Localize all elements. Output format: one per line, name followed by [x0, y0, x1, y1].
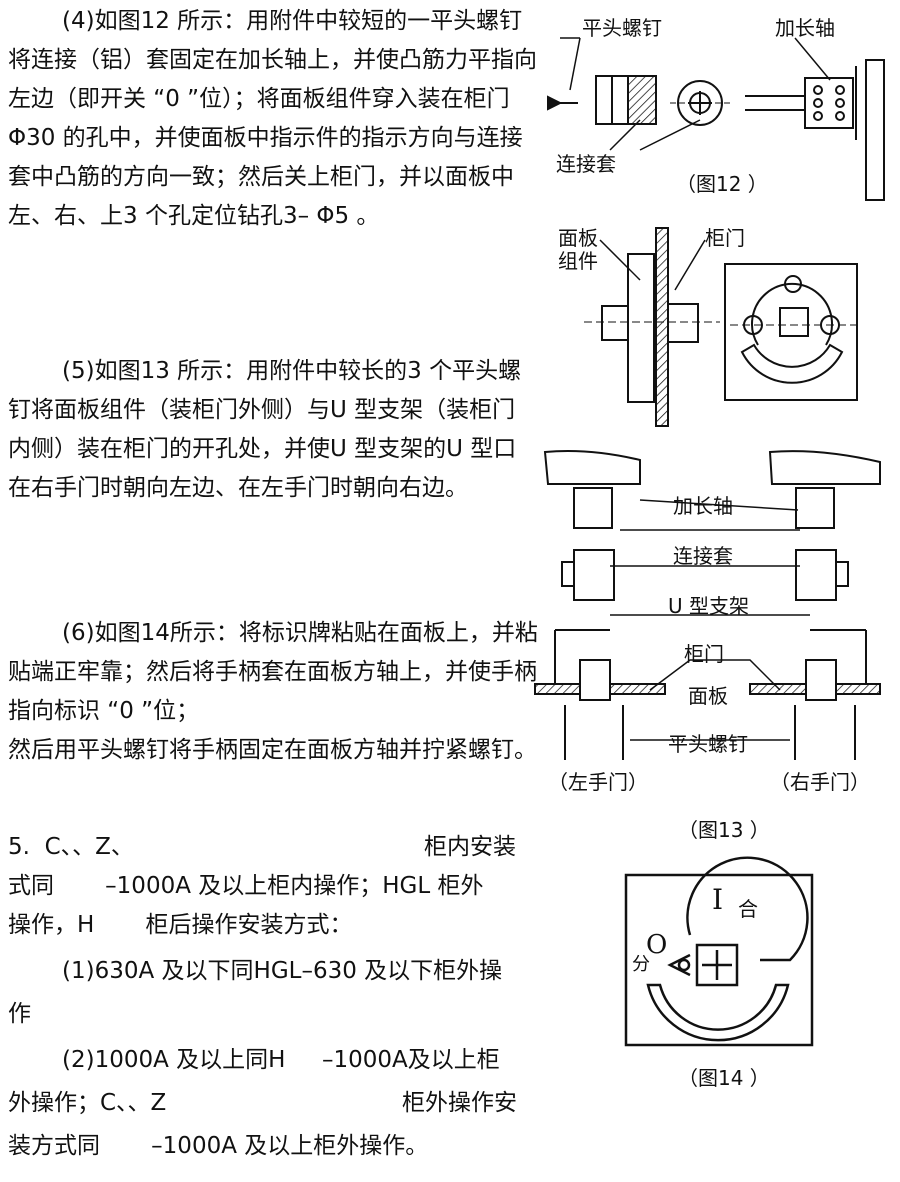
paragraph-6: (6)如图14所示：将标识牌粘贴在面板上，并粘贴端正牢靠；然后将手柄套在面板方轴… — [8, 614, 538, 770]
item5-line7b: 柜外操作安 — [402, 1090, 517, 1116]
paragraph-4-text: (4)如图12 所示：用附件中较短的一平头螺钉将连接（铝）套固定在加长轴上，并使… — [8, 8, 537, 229]
fig13-label-bracket: U 型支架 — [668, 594, 749, 618]
fig13-left-door: （左手门） — [548, 770, 648, 794]
paragraph-5: (5)如图13 所示：用附件中较长的3 个平头螺钉将面板组件（装柜门外侧）与U … — [8, 352, 538, 508]
item5-line3: 操作，H 柜后操作安装方式： — [8, 912, 353, 938]
item5-line1a: 5. C、、Z、 — [8, 834, 134, 860]
paragraph-4: (4)如图12 所示：用附件中较短的一平头螺钉将连接（铝）套固定在加长轴上，并使… — [8, 2, 538, 236]
paragraph-5-text: (5)如图13 所示：用附件中较长的3 个平头螺钉将面板组件（装柜门外侧）与U … — [8, 358, 522, 501]
item5-line4: (1)630A 及以下同HGL–630 及以下柜外操 — [62, 958, 503, 984]
item5-line8: 装方式同 –1000A 及以上柜外操作。 — [8, 1133, 429, 1159]
fig13-label-door: 柜门 — [684, 642, 724, 666]
fig14-off-label: 分 — [632, 954, 650, 975]
fig-panel-label-2: 组件 — [558, 249, 598, 273]
fig12-label-sleeve: 连接套 — [556, 152, 616, 176]
paragraph-6-text-2: 然后用平头螺钉将手柄固定在面板方轴并拧紧螺钉。 — [8, 737, 537, 763]
fig13-label-sleeve: 连接套 — [673, 544, 733, 568]
fig-panel-label-1: 面板 — [558, 226, 598, 250]
item5-line5: 作 — [8, 1001, 31, 1027]
fig14-on-symbol: I — [712, 883, 724, 916]
item5-line6: (2)1000A 及以上同H –1000A及以上柜 — [62, 1047, 500, 1073]
item5-line7a: 外操作；C、、Z — [8, 1090, 167, 1116]
fig12-label-shaft: 加长轴 — [775, 16, 835, 40]
fig-panel-label-door: 柜门 — [705, 226, 745, 250]
figure-panel-assembly — [584, 227, 858, 427]
fig13-label-panel: 面板 — [688, 684, 728, 708]
fig12-caption: （图12 ） — [676, 172, 768, 196]
fig13-label-screw: 平头螺钉 — [668, 732, 748, 756]
fig12-label-screw: 平头螺钉 — [582, 16, 662, 40]
paragraph-6-text: (6)如图14所示：将标识牌粘贴在面板上，并粘贴端正牢靠；然后将手柄套在面板方轴… — [8, 620, 538, 724]
item5-line2: 式同 –1000A 及以上柜内操作；HGL 柜外 — [8, 873, 484, 899]
fig13-right-door: （右手门） — [770, 770, 870, 794]
fig13-caption: （图13 ） — [678, 818, 770, 842]
fig14-on-label: 合 — [738, 897, 758, 921]
fig14-off-symbol: O — [646, 930, 668, 960]
fig13-label-shaft: 加长轴 — [673, 494, 733, 518]
item5-line1b: 柜内安装 — [424, 834, 516, 860]
fig14-caption: （图14 ） — [678, 1066, 770, 1090]
